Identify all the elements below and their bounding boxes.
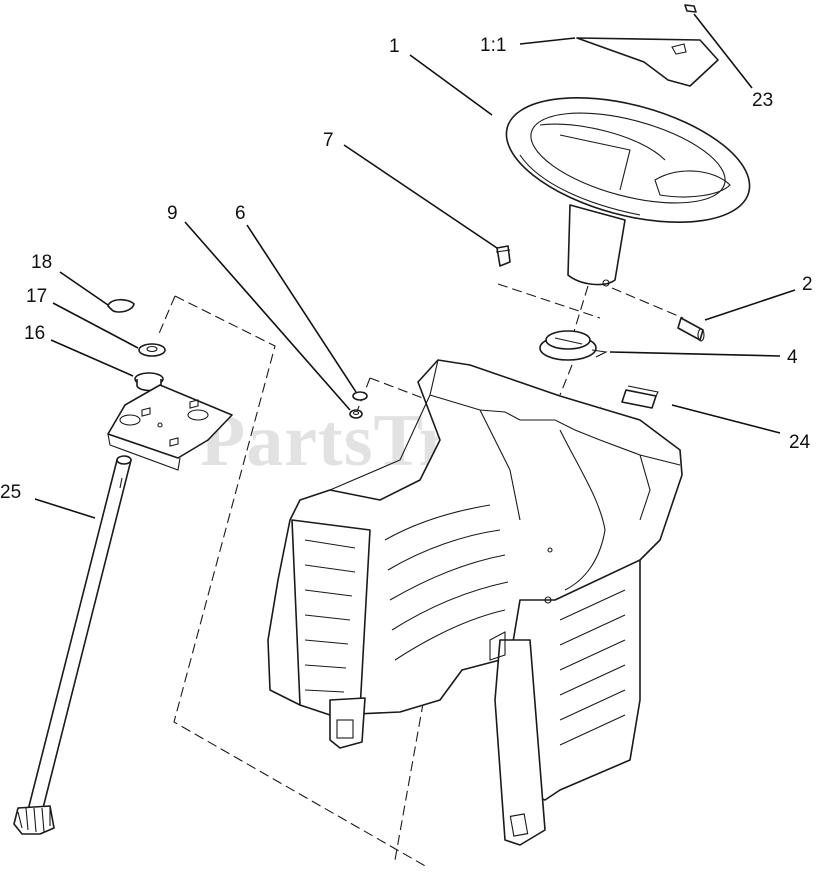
part-clip[interactable] (621, 385, 659, 409)
part-steering-shaft[interactable] (13, 455, 132, 835)
callout-17: 17 (26, 286, 47, 307)
callout-4: 4 (787, 347, 798, 368)
callout-24: 24 (789, 432, 811, 453)
callout-6: 6 (235, 203, 246, 224)
part-steering-wheel[interactable] (493, 75, 763, 287)
part-nut-9[interactable] (349, 409, 363, 419)
part-steering-cap[interactable] (576, 37, 719, 87)
callout-7: 7 (323, 130, 334, 151)
callout-16: 16 (24, 323, 45, 344)
part-washer-6[interactable] (352, 391, 368, 401)
part-retaining-ring[interactable] (107, 298, 135, 313)
callout-9: 9 (167, 203, 178, 224)
part-emblem-insert[interactable] (684, 4, 697, 13)
part-flange-bushing[interactable] (134, 372, 164, 392)
callout-2: 2 (802, 274, 813, 295)
callout-1-1: 1:1 (480, 35, 506, 56)
part-mounting-plate[interactable] (107, 384, 233, 471)
part-steering-bushing[interactable] (539, 330, 608, 361)
callout-labels: 1 1:1 23 7 9 6 18 17 16 2 4 24 25 (0, 35, 813, 503)
callout-1: 1 (389, 36, 400, 57)
part-bolt[interactable] (495, 245, 511, 267)
callout-23: 23 (752, 90, 773, 111)
part-dash-panel[interactable] (267, 359, 683, 846)
callout-25: 25 (0, 482, 21, 503)
callout-18: 18 (31, 252, 52, 273)
part-roll-pin[interactable] (677, 317, 705, 342)
part-flat-washer[interactable] (138, 343, 166, 357)
leader-lines (34, 13, 796, 519)
